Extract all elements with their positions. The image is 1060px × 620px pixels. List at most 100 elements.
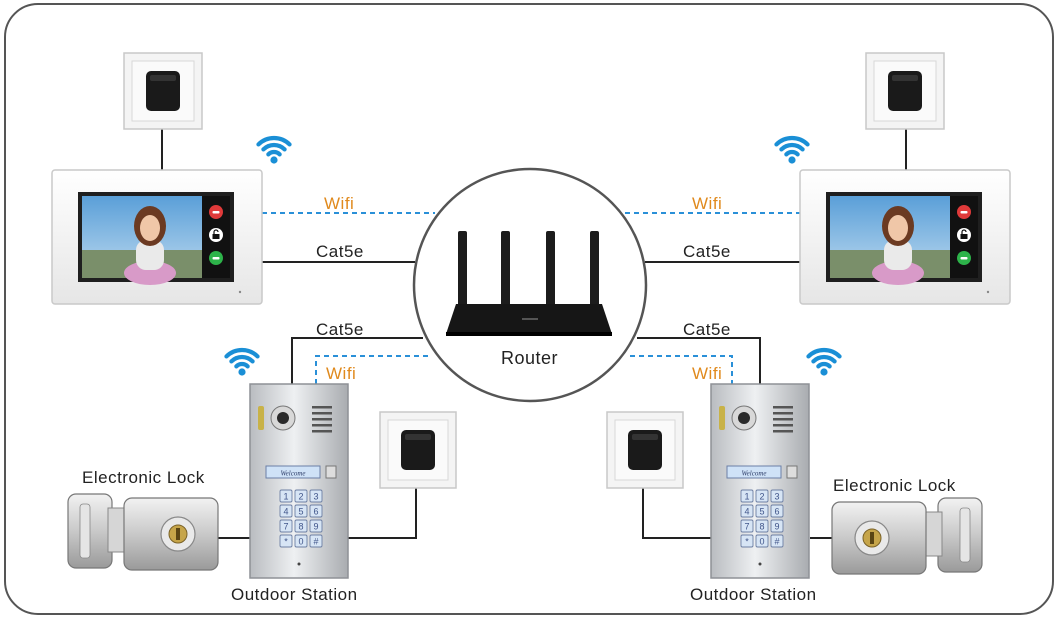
electronic-lock-left: [67, 493, 219, 571]
router: [412, 167, 648, 403]
cat5e-label-left-monitor: Cat5e: [316, 242, 364, 261]
keypad-key: 0: [755, 534, 769, 548]
video-screen: [82, 196, 202, 285]
power-adapter-icon: [865, 52, 945, 130]
keypad-key: 2: [755, 489, 769, 503]
svg-text:7: 7: [744, 522, 749, 532]
camera-icon: [719, 405, 757, 431]
svg-text:2: 2: [298, 492, 303, 502]
wifi-icon: [806, 347, 842, 376]
wifi-link-left-station: [315, 355, 428, 384]
answer-icon: [957, 251, 971, 265]
keypad-key: 3: [309, 489, 323, 503]
svg-text:7: 7: [283, 522, 288, 532]
svg-text:#: #: [774, 537, 779, 547]
keypad-key: 8: [755, 519, 769, 533]
keypad-key: *: [279, 534, 293, 548]
hangup-icon: [209, 205, 223, 219]
unlock-icon: [957, 228, 971, 242]
router-label: Router: [501, 348, 559, 368]
svg-text:5: 5: [298, 507, 303, 517]
camera-icon: [258, 405, 296, 431]
svg-text:5: 5: [759, 507, 764, 517]
outdoor-station-label-left: Outdoor Station: [231, 585, 358, 604]
keypad-key: 0: [294, 534, 308, 548]
outdoor-station-label-right: Outdoor Station: [690, 585, 817, 604]
cat5e-label-right-monitor: Cat5e: [683, 242, 731, 261]
svg-text:#: #: [313, 537, 318, 547]
indoor-monitor-right: [799, 169, 1011, 305]
svg-text:4: 4: [283, 507, 288, 517]
svg-text:6: 6: [774, 507, 779, 517]
welcome-text: Welcome: [741, 470, 766, 478]
power-cable-left-station: [348, 475, 417, 539]
keypad-key: 4: [740, 504, 754, 518]
keypad-key: 9: [770, 519, 784, 533]
keypad-key: #: [770, 534, 784, 548]
wifi-icon: [256, 135, 292, 164]
wifi-label-right-monitor: Wifi: [692, 194, 723, 213]
keypad-key: 4: [279, 504, 293, 518]
svg-text:8: 8: [759, 522, 764, 532]
indoor-monitor-left: [51, 169, 263, 305]
answer-icon: [209, 251, 223, 265]
cat5e-cable-left-station: [291, 337, 423, 384]
wifi-icon: [774, 135, 810, 164]
svg-text:9: 9: [774, 522, 779, 532]
keypad-key: 1: [279, 489, 293, 503]
svg-text:9: 9: [313, 522, 318, 532]
video-screen: [830, 196, 950, 285]
keypad-key: 6: [309, 504, 323, 518]
wifi-link-right-station: [630, 355, 733, 384]
electronic-lock-right: [831, 497, 983, 575]
keypad-key: 9: [309, 519, 323, 533]
keypad-key: 2: [294, 489, 308, 503]
power-adapter-icon: [606, 411, 684, 489]
wifi-label-right-station: Wifi: [692, 364, 723, 383]
svg-text:8: 8: [298, 522, 303, 532]
keypad-key: 3: [770, 489, 784, 503]
svg-text:*: *: [284, 537, 288, 547]
electronic-lock-label-right: Electronic Lock: [833, 476, 956, 495]
keypad-key: 1: [740, 489, 754, 503]
keypad-key: *: [740, 534, 754, 548]
svg-text:0: 0: [298, 537, 303, 547]
keypad-key: 7: [740, 519, 754, 533]
links: [161, 126, 907, 539]
svg-text:3: 3: [313, 492, 318, 502]
keypad-key: 6: [770, 504, 784, 518]
svg-text:0: 0: [759, 537, 764, 547]
power-cable-right-station: [642, 475, 712, 539]
svg-text:4: 4: [744, 507, 749, 517]
welcome-nameplate: Welcome: [726, 465, 782, 479]
power-adapter-icon: [379, 411, 457, 489]
keypad-key: 7: [279, 519, 293, 533]
cat5e-label-left-station: Cat5e: [316, 320, 364, 339]
hangup-icon: [957, 205, 971, 219]
svg-text:1: 1: [744, 492, 749, 502]
unlock-icon: [209, 228, 223, 242]
svg-text:1: 1: [283, 492, 288, 502]
svg-text:3: 3: [774, 492, 779, 502]
keypad-key: #: [309, 534, 323, 548]
speaker-icon: [312, 406, 332, 433]
keypad-key: 8: [294, 519, 308, 533]
svg-text:*: *: [745, 537, 749, 547]
power-adapter-icon: [123, 52, 203, 130]
wifi-label-left-station: Wifi: [326, 364, 357, 383]
cat5e-cable-right-station: [637, 337, 761, 384]
keypad-key: 5: [755, 504, 769, 518]
router-icon: [446, 231, 612, 336]
svg-text:6: 6: [313, 507, 318, 517]
cat5e-label-right-station: Cat5e: [683, 320, 731, 339]
wifi-label-left-monitor: Wifi: [324, 194, 355, 213]
welcome-nameplate: Welcome: [265, 465, 321, 479]
svg-text:2: 2: [759, 492, 764, 502]
speaker-icon: [773, 406, 793, 433]
wifi-icon: [224, 347, 260, 376]
